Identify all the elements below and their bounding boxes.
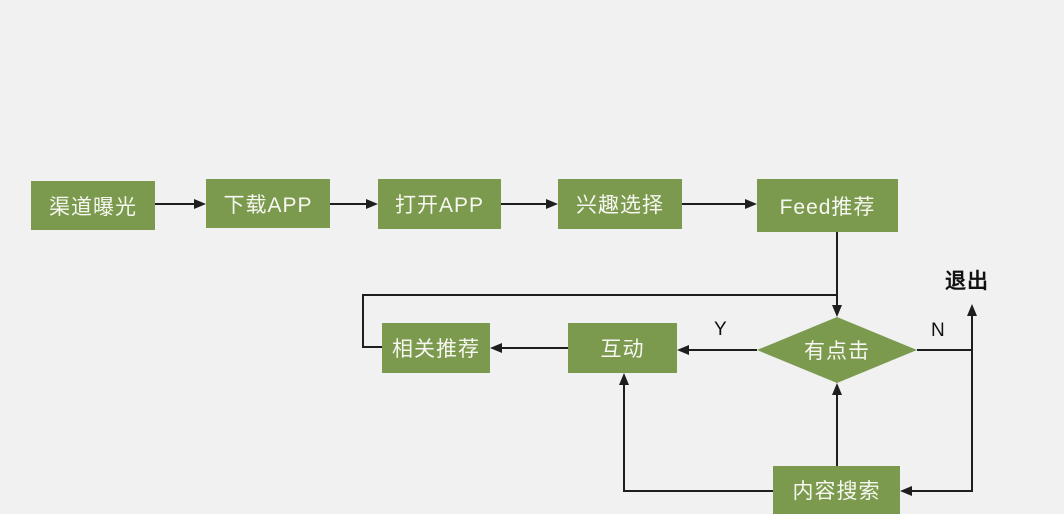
edge-download-to-open [330, 203, 367, 205]
arrowhead-interest-to-feed [745, 199, 757, 209]
edge-contentsearch-to-interaction-up [623, 385, 625, 492]
edge-contentsearch-to-interaction-across [624, 490, 773, 492]
edge-channel-to-download [155, 203, 196, 205]
node-related-recommendation: 相关推荐 [382, 323, 490, 373]
node-feed-recommendation: Feed推荐 [757, 179, 898, 232]
edge-label-yes: Y [714, 319, 727, 340]
edge-no-to-exit [971, 316, 973, 351]
arrowhead-contentsearch-to-interaction [619, 373, 629, 385]
edge-open-to-interest [501, 203, 547, 205]
edge-hasclick-no-out [917, 349, 973, 351]
arrowhead-interaction-to-related [490, 343, 502, 353]
edge-related-loop-out [363, 346, 383, 348]
node-interest-selection: 兴趣选择 [558, 179, 682, 229]
arrowhead-download-to-open [366, 199, 378, 209]
node-has-click: 有点击 [757, 317, 917, 383]
edge-related-loop-across [362, 294, 838, 296]
arrowhead-channel-to-download [194, 199, 206, 209]
edge-contentsearch-to-hasclick [836, 394, 838, 466]
node-download-app-label: 下载APP [223, 193, 313, 217]
arrowhead-feed-to-hasclick [832, 305, 842, 317]
arrowhead-contentsearch-to-hasclick [832, 383, 842, 395]
node-content-search: 内容搜索 [773, 466, 900, 514]
edge-no-down [971, 349, 973, 492]
node-related-recommendation-label: 相关推荐 [392, 338, 480, 361]
node-content-search-label: 内容搜索 [792, 480, 881, 503]
edge-label-no: N [931, 320, 945, 341]
edge-interaction-to-related [502, 347, 568, 349]
node-channel-exposure-label: 渠道曝光 [49, 195, 137, 219]
node-channel-exposure: 渠道曝光 [31, 181, 155, 230]
node-interest-selection-label: 兴趣选择 [576, 194, 664, 217]
node-open-app-label: 打开APP [394, 194, 485, 217]
node-open-app: 打开APP [378, 179, 501, 229]
exit-label: 退出 [945, 270, 989, 293]
arrowhead-no-to-exit [967, 304, 977, 316]
edge-interest-to-feed [682, 203, 746, 205]
arrowhead-no-to-contentsearch [900, 486, 912, 496]
edge-related-loop-up [362, 295, 364, 348]
node-interaction: 互动 [568, 323, 677, 373]
edge-no-to-contentsearch [912, 490, 973, 492]
edge-hasclick-to-interaction [689, 349, 757, 351]
node-feed-recommendation-label: Feed推荐 [779, 195, 876, 219]
edge-feed-to-hasclick [836, 232, 838, 307]
arrowhead-hasclick-to-interaction [677, 345, 689, 355]
arrowhead-open-to-interest [546, 199, 558, 209]
node-interaction-label: 互动 [600, 338, 645, 361]
node-has-click-label: 有点击 [804, 340, 870, 363]
node-download-app: 下载APP [206, 179, 330, 228]
